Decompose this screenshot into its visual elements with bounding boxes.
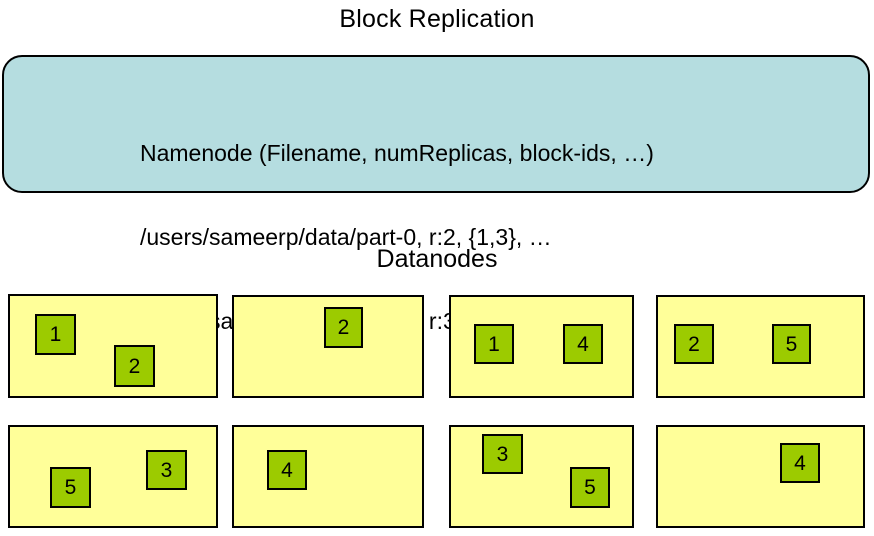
data-block: 4 (780, 443, 820, 483)
datanodes-label: Datanodes (376, 245, 498, 273)
data-block: 2 (114, 345, 155, 387)
data-block: 4 (267, 450, 307, 490)
page-title: Block Replication (339, 5, 535, 33)
namenode-line-schema: Namenode (Filename, numReplicas, block-i… (140, 140, 654, 166)
datanode-box: 4 (232, 425, 424, 528)
datanode-box: 2 (232, 295, 424, 398)
namenode-line-part-0: /users/sameerp/data/part-0, r:2, {1,3}, … (140, 224, 552, 250)
data-block: 3 (482, 434, 523, 474)
datanode-box: 4 (656, 425, 865, 528)
namenode-box: Namenode (Filename, numReplicas, block-i… (2, 55, 870, 334)
data-block: 5 (570, 467, 610, 508)
data-block: 3 (146, 450, 187, 490)
data-block: 2 (324, 307, 363, 348)
data-block: 1 (35, 314, 76, 355)
data-block: 4 (563, 324, 603, 364)
data-block: 1 (474, 324, 514, 364)
data-block: 5 (50, 467, 91, 508)
data-block: 2 (674, 324, 714, 364)
data-block: 5 (772, 324, 811, 364)
